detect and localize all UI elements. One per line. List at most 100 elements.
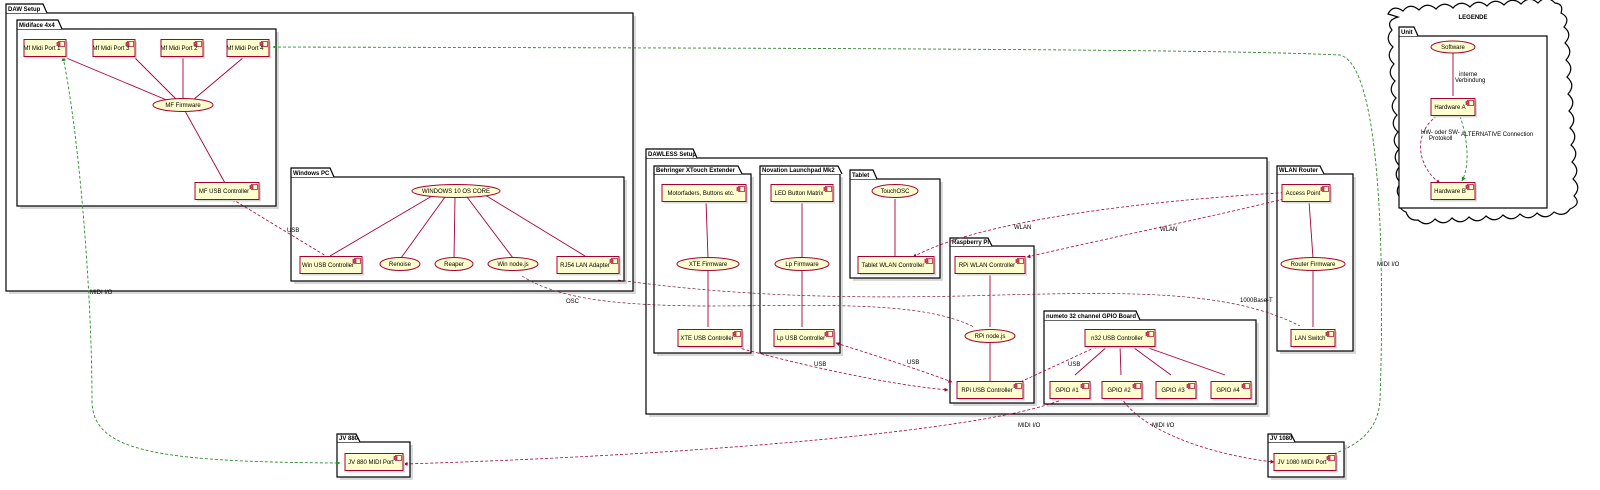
node-lp-fw-label: Lp Firmware [785, 262, 819, 268]
node-mf-port3: Mf Midi Port 3 [92, 39, 137, 59]
node-gpio4: GPIO #4 [1210, 381, 1253, 401]
node-lp-led-label: LED Button Matrix [775, 191, 824, 197]
node-mf-port2-label: Mf Midi Port 2 [160, 46, 198, 52]
node-mf-firmware: MF Firmware [152, 98, 214, 112]
component-icon [393, 455, 402, 461]
node-touchosc-label: TouchOSC [880, 189, 910, 195]
node-mf-port4: Mf Midi Port 4 [226, 39, 271, 59]
node-renoise: Renoise [379, 257, 421, 271]
node-renoise-label: Renoise [389, 262, 412, 268]
node-router-fw: Router Firmware [1280, 257, 1346, 271]
legend-title: LEGENDE [1458, 15, 1487, 21]
node-jv1080-port: JV 1080 MIDI Port [1273, 453, 1338, 473]
legend-alt-label: ALTERNATIVE Connection [1461, 132, 1533, 138]
node-tablet-wlan-label: Tablet WLAN Controller [862, 263, 925, 269]
component-icon [1015, 258, 1024, 264]
edge-label-midi-jv1080: MIDI I/O [1152, 423, 1175, 429]
component-icon [1325, 331, 1334, 337]
node-lp-fw: Lp Firmware [774, 257, 830, 271]
component-icon [732, 331, 741, 337]
node-gpio3: GPIO #3 [1155, 381, 1198, 401]
package-title-jv880: JV 880 [339, 436, 359, 442]
package-title-midiface: Midiface 4x4 [19, 23, 55, 29]
legend-node-software: Software [1430, 40, 1476, 54]
component-icon [736, 186, 745, 192]
edges: USB USB USB USB WLAN WLAN [61, 44, 1400, 466]
node-win-core: WINDOWS 10 OS CORE [411, 184, 501, 198]
node-xte-usb: XTE USB Controller [677, 329, 744, 349]
node-win-usb: Win USB Controller [299, 256, 364, 276]
legend-node-hardware-b-label: Hardware B [1434, 189, 1466, 195]
node-xte-fw-label: XTE Firmware [689, 262, 728, 268]
node-jv1080-port-label: JV 1080 MIDI Port [1277, 460, 1326, 466]
component-icon [1241, 383, 1250, 389]
edge-label-usb-n32: USB [1068, 362, 1080, 368]
component-icon [1013, 383, 1022, 389]
component-icon [249, 184, 258, 190]
node-rpi-wlan-label: RPi WLAN Controller [959, 263, 1015, 269]
node-lp-usb-label: Lp USB Controller [777, 336, 825, 342]
package-title-launchpad: Novation Launchpad Mk2 [762, 168, 835, 174]
package-title-daw: DAW Setup [8, 7, 41, 13]
node-access-point-label: Access Point [1286, 191, 1321, 197]
node-xte-fw: XTE Firmware [676, 257, 740, 271]
component-icon [924, 258, 933, 264]
node-rj45-label: RJ54 LAN Adapter [560, 263, 610, 269]
legend-package-title: Unit [1401, 30, 1413, 36]
node-rpi-node-label: RPi node.js [975, 334, 1006, 340]
node-n32-usb: n32 USB Controller [1084, 329, 1157, 349]
component-icon [1186, 383, 1195, 389]
node-mf-usb-label: MF USB Controller [199, 189, 249, 195]
legend-node-hardware-b: Hardware B [1430, 182, 1477, 202]
node-mf-port1-label: Mf Midi Port 1 [23, 46, 61, 52]
component-icon [1080, 383, 1089, 389]
node-n32-usb-label: n32 USB Controller [1091, 336, 1143, 342]
node-rpi-usb: RPi USB Controller [956, 381, 1025, 401]
edge-label-1000base: 1000Base-T [1240, 298, 1273, 304]
package-title-numeto: numeto 32 channel GPIO Board [1046, 314, 1136, 320]
node-xte-motor: Motorfaders, Buttons etc. [661, 184, 748, 204]
node-touchosc: TouchOSC [871, 184, 919, 198]
node-mf-port3-label: Mf Midi Port 3 [92, 46, 130, 52]
component-icon [823, 186, 832, 192]
component-icon [1326, 455, 1335, 461]
node-gpio1-label: GPIO #1 [1055, 388, 1079, 394]
node-gpio1: GPIO #1 [1049, 381, 1092, 401]
node-xte-usb-label: XTE USB Controller [680, 336, 733, 342]
edge-label-midi-left: MIDI I/O [90, 290, 113, 296]
node-lan-switch: LAN Switch [1290, 329, 1337, 349]
node-rpi-usb-label: RPi USB Controller [961, 388, 1012, 394]
node-gpio3-label: GPIO #3 [1161, 388, 1185, 394]
component-icon [1465, 100, 1474, 106]
component-icon [259, 41, 268, 47]
node-win-core-label: WINDOWS 10 OS CORE [422, 189, 490, 195]
legend-hw-label-2: Protokoll [1429, 136, 1452, 142]
node-lp-usb: Lp USB Controller [773, 329, 836, 349]
node-xte-motor-label: Motorfaders, Buttons etc. [667, 191, 734, 197]
node-rpi-wlan: RPi WLAN Controller [954, 256, 1027, 276]
legend-node-software-label: Software [1441, 45, 1465, 51]
edge-label-midi-jv880: MIDI I/O [1018, 423, 1041, 429]
node-win-usb-label: Win USB Controller [302, 263, 354, 269]
node-gpio2-label: GPIO #2 [1107, 388, 1131, 394]
component-icon [352, 258, 361, 264]
legend-internal-label-2: Verbindung [1455, 78, 1485, 84]
node-mf-port4-label: Mf Midi Port 4 [226, 46, 264, 52]
component-icon [1320, 186, 1329, 192]
node-jv880-port: JV 880 MIDI Port [344, 453, 405, 473]
edge-label-usb-xte: USB [814, 362, 826, 368]
node-win-node: Win node.js [487, 257, 539, 271]
component-icon [1465, 184, 1474, 190]
component-icon [609, 258, 618, 264]
legend-cloud: LEGENDE Unit interne Verbindung HW- oder… [1387, 0, 1579, 225]
package-title-xtouch: Behringer XTouch Extender [656, 168, 736, 174]
component-icon [1132, 383, 1141, 389]
node-lan-switch-label: LAN Switch [1294, 336, 1325, 342]
node-reaper-label: Reaper [444, 262, 464, 268]
node-rj45: RJ54 LAN Adapter [556, 256, 621, 276]
node-mf-usb: MF USB Controller [194, 182, 261, 202]
package-title-jv1080: JV 1080 [1270, 436, 1293, 442]
node-jv880-port-label: JV 880 MIDI Port [348, 460, 394, 466]
node-tablet-wlan: Tablet WLAN Controller [857, 256, 936, 276]
